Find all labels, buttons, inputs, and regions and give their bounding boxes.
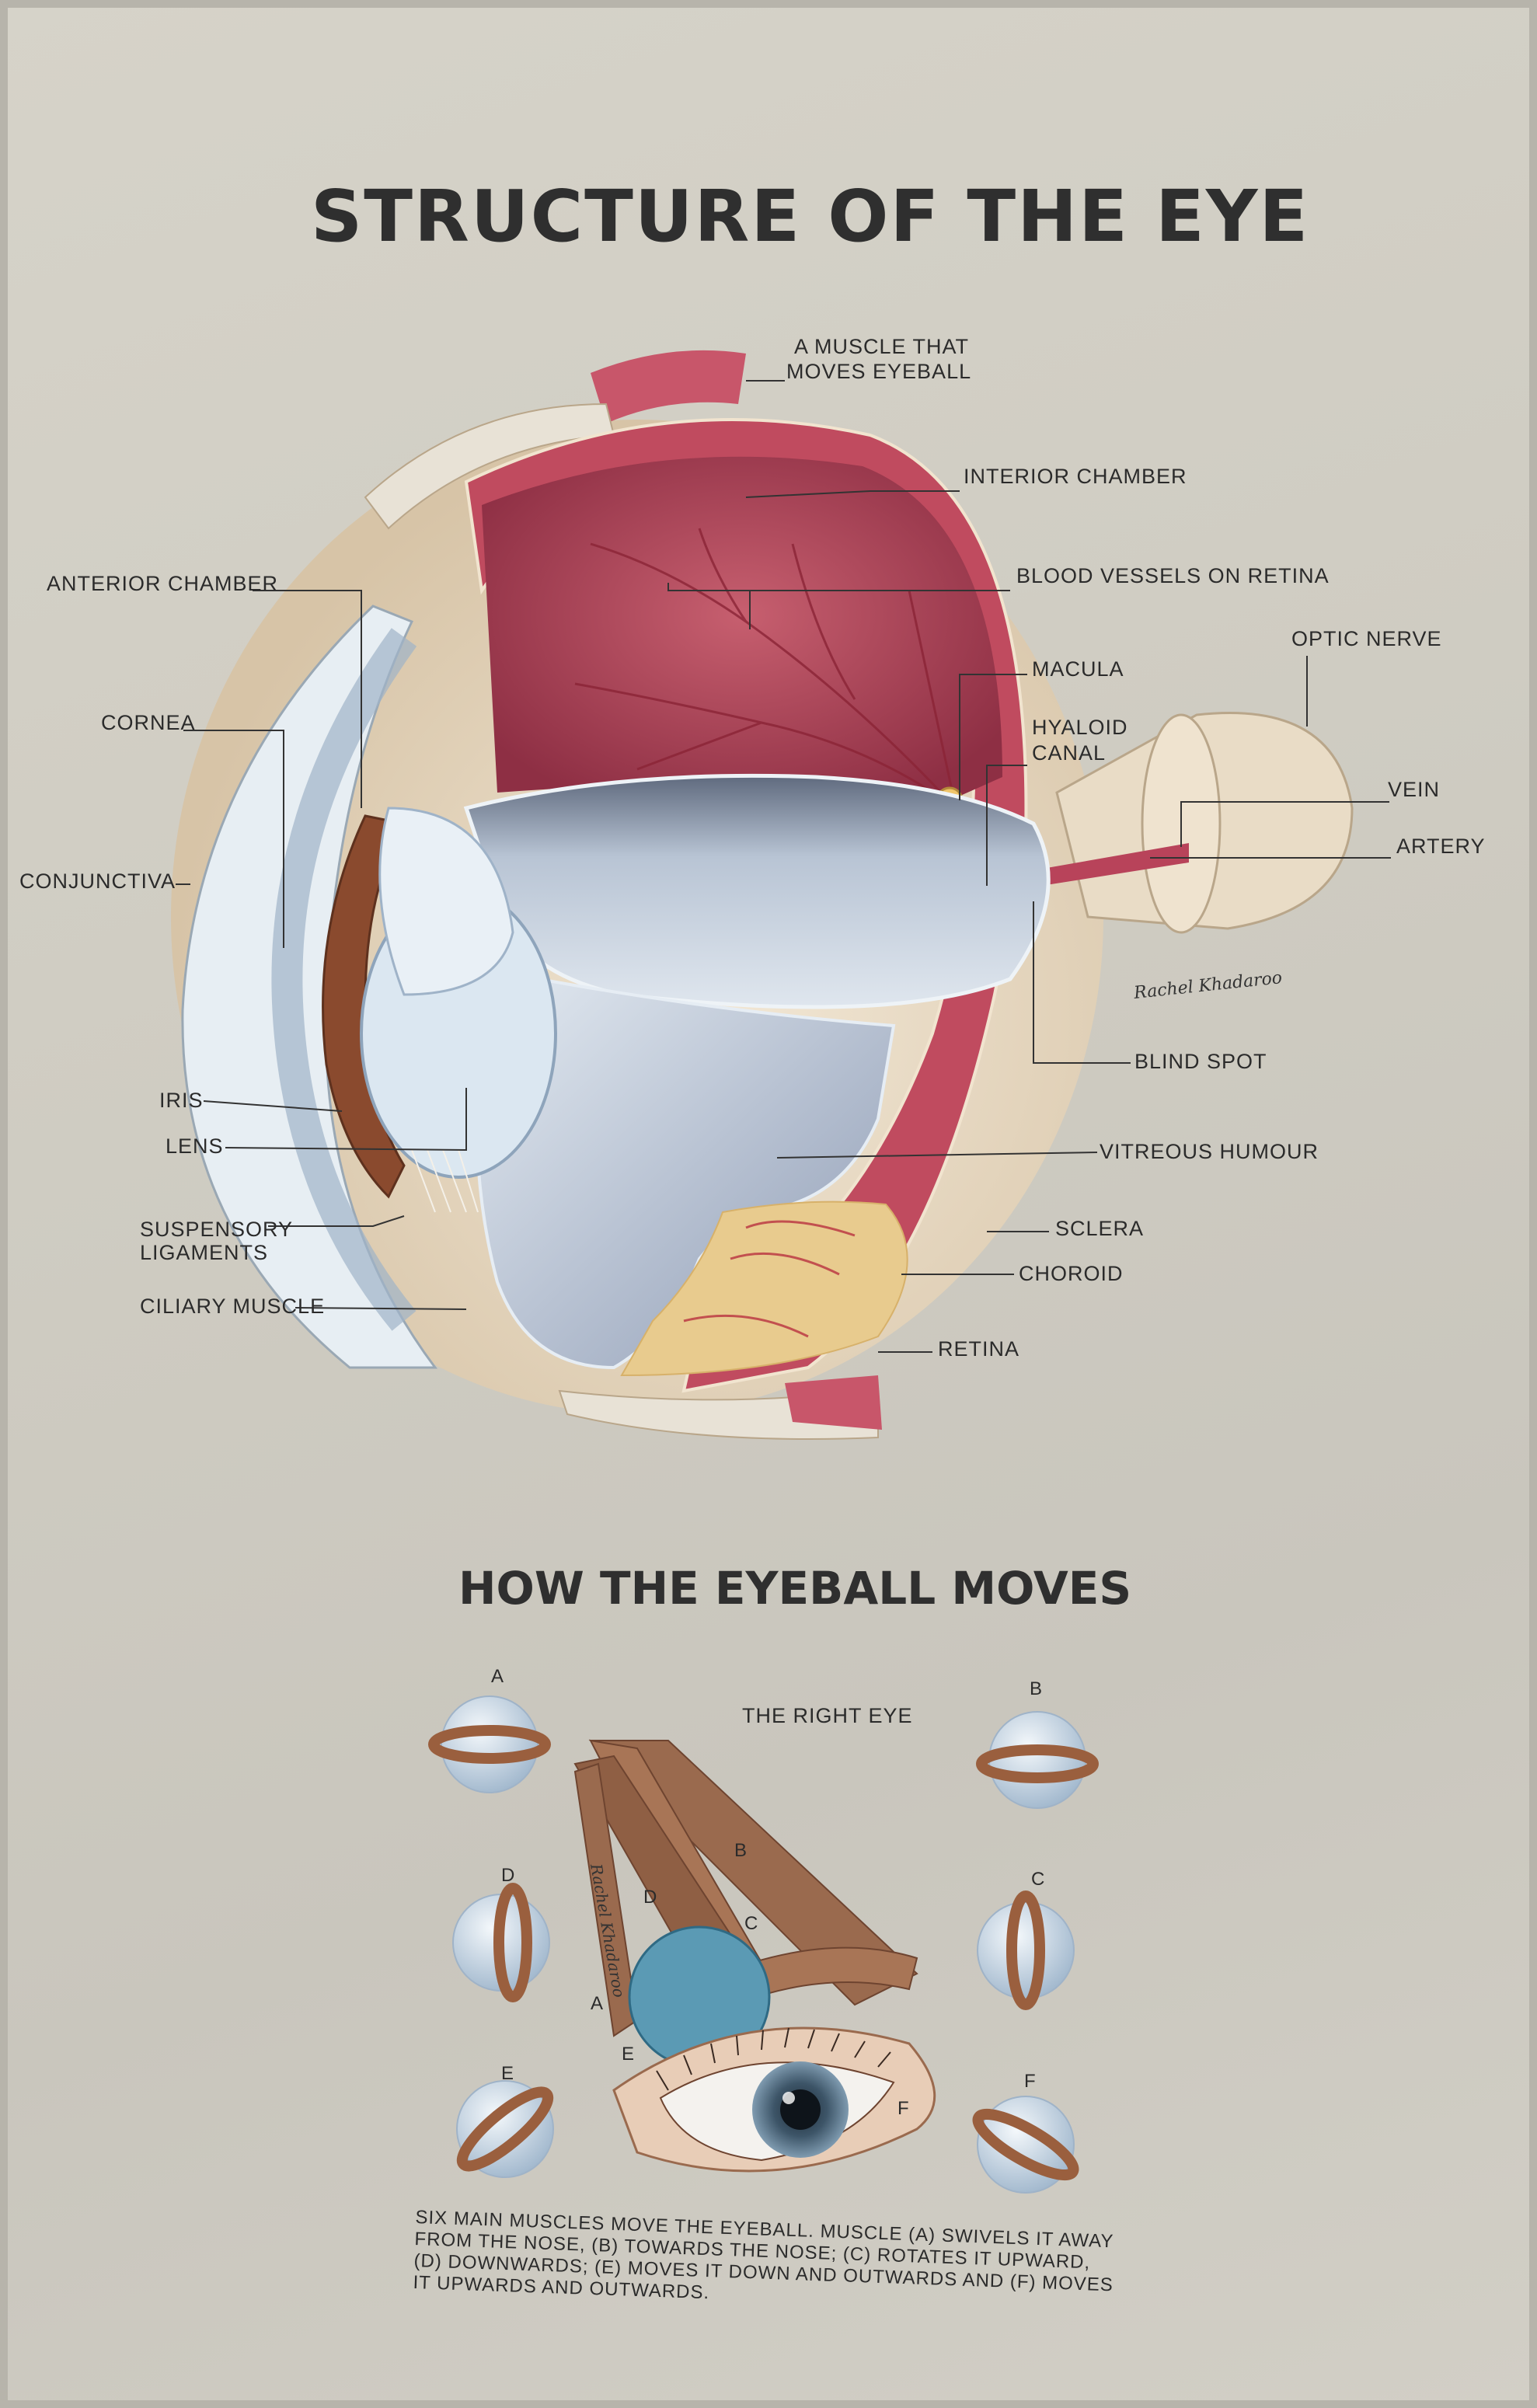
rotation-ball-d bbox=[452, 1883, 550, 2002]
ball-letter-a: A bbox=[491, 1666, 504, 1687]
lens-shape bbox=[360, 807, 557, 1179]
movement-section-title: HOW THE EYEBALL MOVES bbox=[458, 1562, 1132, 1615]
label-the-right-eye: THE RIGHT EYE bbox=[742, 1704, 913, 1727]
label-choroid: CHOROID bbox=[1019, 1262, 1124, 1285]
label-blind-spot: BLIND SPOT bbox=[1134, 1050, 1267, 1073]
label-hyaloid-canal-line1: HYALOID bbox=[1032, 716, 1128, 739]
right-eye-iris bbox=[752, 2061, 849, 2158]
rotation-ball-c bbox=[977, 1891, 1075, 2010]
vitreous-humour-shape bbox=[463, 773, 1051, 1370]
label-muscle-moves-eyeball-line2: MOVES EYEBALL bbox=[786, 360, 972, 383]
rotation-ball-e bbox=[456, 2080, 554, 2178]
label-hyaloid-canal-line2: CANAL bbox=[1032, 741, 1107, 765]
muscle-letter-b: B bbox=[734, 1840, 748, 1861]
label-optic-nerve: OPTIC NERVE bbox=[1291, 627, 1442, 650]
label-vitreous-humour: VITREOUS HUMOUR bbox=[1100, 1140, 1319, 1163]
rotation-ball-a bbox=[428, 1695, 551, 1793]
muscle-letter-d: D bbox=[643, 1887, 657, 1908]
poster-title: STRUCTURE OF THE EYE bbox=[311, 175, 1310, 258]
label-anterior-chamber: ANTERIOR CHAMBER bbox=[47, 572, 279, 595]
eyelashes bbox=[656, 2027, 891, 2091]
label-leader-lines bbox=[176, 380, 1391, 1353]
label-suspensory-ligaments-line2: LIGAMENTS bbox=[140, 1241, 269, 1264]
label-sclera: SCLERA bbox=[1055, 1217, 1145, 1240]
rotation-ball-f bbox=[972, 2096, 1079, 2194]
muscle-letter-c: C bbox=[744, 1913, 758, 1934]
ball-letter-c: C bbox=[1031, 1869, 1045, 1890]
label-interior-chamber: INTERIOR CHAMBER bbox=[964, 465, 1187, 488]
suspensory-ligaments-shape bbox=[411, 1149, 479, 1213]
label-blood-vessels-on-retina: BLOOD VESSELS ON RETINA bbox=[1016, 564, 1330, 587]
retina-blood-vessels bbox=[574, 528, 957, 810]
ball-letter-b: B bbox=[1030, 1678, 1043, 1699]
eye-muscle-bottom bbox=[558, 1375, 882, 1440]
ball-letter-e: E bbox=[501, 2063, 514, 2084]
label-macula: MACULA bbox=[1032, 657, 1124, 681]
label-artery: ARTERY bbox=[1396, 835, 1486, 858]
conjunctiva-shape bbox=[181, 605, 437, 1369]
muscle-letter-a: A bbox=[591, 1993, 604, 2014]
label-vein: VEIN bbox=[1388, 778, 1441, 801]
label-iris: IRIS bbox=[159, 1089, 204, 1112]
label-cornea: CORNEA bbox=[101, 711, 196, 734]
ball-letter-d: D bbox=[501, 1865, 515, 1886]
choroid-layer bbox=[620, 1201, 908, 1377]
label-suspensory-ligaments-line1: SUSPENSORY bbox=[140, 1218, 294, 1241]
rotation-ball-b bbox=[976, 1711, 1099, 1809]
muscle-letter-f: F bbox=[897, 2098, 909, 2119]
label-muscle-moves-eyeball-line1: A MUSCLE THAT bbox=[794, 335, 970, 358]
label-conjunctiva: CONJUNCTIVA bbox=[19, 869, 176, 893]
ball-letter-f: F bbox=[1024, 2071, 1036, 2092]
label-lens: LENS bbox=[166, 1134, 224, 1158]
muscle-letter-e: E bbox=[622, 2044, 635, 2065]
label-ciliary-muscle: CILIARY MUSCLE bbox=[140, 1295, 326, 1318]
label-retina: RETINA bbox=[938, 1337, 1020, 1361]
